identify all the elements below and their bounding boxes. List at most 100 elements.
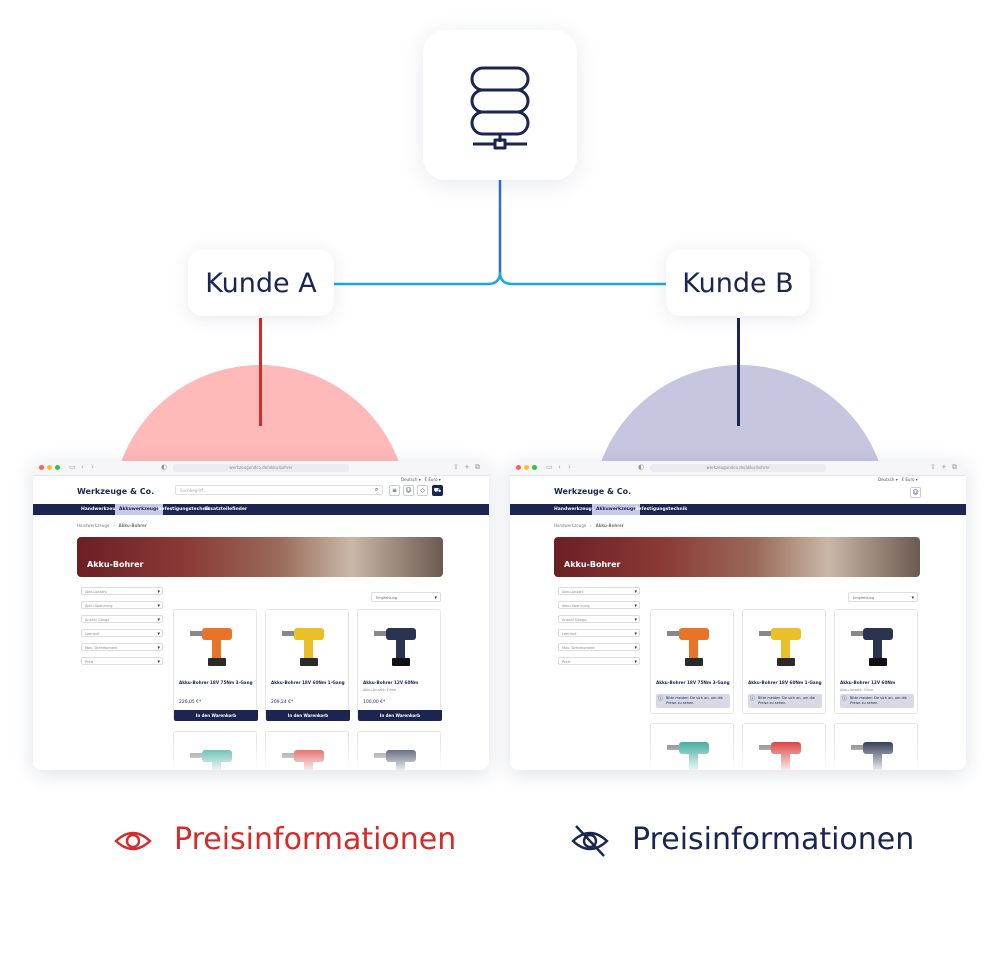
new-tab-icon[interactable]: + bbox=[941, 463, 947, 471]
minimize-dot[interactable] bbox=[524, 465, 529, 470]
cart-icon[interactable]: ⛟ bbox=[432, 485, 443, 496]
lang-select[interactable]: Deutsch ▾ bbox=[878, 477, 898, 482]
filter-anzahl-gaenge[interactable]: Anzahl Gänge bbox=[558, 615, 640, 624]
nav-befestigungstechnik[interactable]: Befestigungstechnik bbox=[158, 507, 211, 512]
url-bar[interactable]: werkzeugundco.de/akku-bohrer bbox=[650, 464, 826, 472]
server-card bbox=[423, 30, 577, 180]
add-to-cart-button[interactable]: In den Warenkorb bbox=[358, 710, 442, 721]
product-card[interactable]: Akku-Bohrer 18V 60Nm 1-Gang Bitte melden… bbox=[742, 609, 826, 714]
close-dot[interactable] bbox=[39, 465, 44, 470]
url-bar[interactable]: werkzeugundco.de/akku-bohrer bbox=[173, 464, 349, 472]
product-price: 209,24 €* bbox=[271, 700, 294, 705]
drill-image-orange bbox=[651, 610, 733, 676]
forward-icon[interactable]: › bbox=[91, 463, 94, 471]
forward-icon[interactable]: › bbox=[568, 463, 571, 471]
search-input[interactable]: Suchbegriff... bbox=[175, 485, 383, 495]
shop-logo[interactable]: Werkzeuge & Co. bbox=[554, 487, 632, 496]
account-icon[interactable]: ☺ bbox=[910, 487, 921, 498]
currency-select[interactable]: € Euro ▾ bbox=[424, 477, 441, 482]
filter-preis[interactable]: Preis bbox=[558, 657, 640, 666]
notes-icon[interactable]: ≡ bbox=[389, 485, 400, 496]
lang-select[interactable]: Deutsch ▾ bbox=[401, 477, 421, 482]
filter-leerlauf[interactable]: Leerlauf bbox=[558, 629, 640, 638]
nav-handwerkzeuge[interactable]: Handwerkzeuge bbox=[81, 507, 122, 512]
minimize-dot[interactable] bbox=[47, 465, 52, 470]
breadcrumb: Handwerkzeuge › Akku-Bohrer bbox=[554, 523, 624, 528]
filter-akku-anzahl[interactable]: Akku-Anzahl bbox=[558, 587, 640, 596]
customer-b-line bbox=[737, 318, 740, 426]
lang-currency[interactable]: Deutsch ▾ € Euro ▾ bbox=[401, 477, 441, 482]
product-name[interactable]: Akku-Bohrer 12V 60Nm bbox=[840, 680, 896, 685]
share-icon[interactable]: ⇧ bbox=[453, 463, 459, 471]
product-card[interactable]: Akku-Bohrer 18V 75Nm 3-Gang Bitte melden… bbox=[650, 609, 734, 714]
sort-select[interactable]: Empfehlung bbox=[848, 592, 918, 603]
currency-select[interactable]: € Euro ▾ bbox=[901, 477, 918, 482]
browser-chrome: ▭ ‹ › ◐ werkzeugundco.de/akku-bohrer ⇧ +… bbox=[510, 461, 966, 476]
sidebar-icon[interactable]: ▭ bbox=[69, 463, 76, 471]
account-icon[interactable]: ☺ bbox=[403, 485, 414, 496]
login-to-see-prices-hint[interactable]: Bitte melden Sie sich an, um die Preise … bbox=[656, 694, 730, 708]
filter-preis[interactable]: Preis bbox=[81, 657, 163, 666]
search-icon[interactable]: ⌕ bbox=[374, 486, 379, 493]
filter-akku-spannung[interactable]: Akku-Spannung bbox=[81, 601, 163, 610]
add-to-cart-button[interactable]: In den Warenkorb bbox=[174, 710, 258, 721]
customer-a-label: Kunde A bbox=[205, 267, 317, 299]
filter-anzahl-gaenge[interactable]: Anzahl Gänge bbox=[81, 615, 163, 624]
product-attribute: Akku-Anzahl: Ohne bbox=[840, 688, 874, 692]
breadcrumb-root[interactable]: Handwerkzeuge bbox=[77, 523, 110, 528]
product-price: 100,00 €* bbox=[363, 700, 386, 705]
new-tab-icon[interactable]: + bbox=[464, 463, 470, 471]
shield-icon: ◐ bbox=[161, 463, 168, 471]
back-icon[interactable]: ‹ bbox=[558, 463, 561, 471]
customer-b-label: Kunde B bbox=[682, 267, 794, 299]
nav-akkuwerkzeuge[interactable]: Akkuwerkzeuge bbox=[592, 504, 641, 515]
filter-akku-spannung[interactable]: Akku-Spannung bbox=[558, 601, 640, 610]
close-dot[interactable] bbox=[516, 465, 521, 470]
shop-logo[interactable]: Werkzeuge & Co. bbox=[77, 487, 155, 496]
filter-akku-anzahl[interactable]: Akku-Anzahl bbox=[81, 587, 163, 596]
product-price: 226,05 €* bbox=[179, 700, 202, 705]
nav-ersatzteilefinder[interactable]: Ersatzteilefinder bbox=[205, 507, 248, 512]
banner-title: Akku-Bohrer bbox=[87, 560, 144, 569]
product-card[interactable]: Akku-Bohrer 18V 75Nm 3-Gang 226,05 €* In… bbox=[173, 609, 258, 721]
maximize-dot[interactable] bbox=[55, 465, 60, 470]
database-server-icon bbox=[470, 66, 530, 150]
product-name[interactable]: Akku-Bohrer 18V 75Nm 3-Gang bbox=[656, 680, 730, 685]
product-card[interactable]: Akku-Bohrer 18V 60Nm 1-Gang 209,24 €* In… bbox=[265, 609, 350, 721]
back-icon[interactable]: ‹ bbox=[81, 463, 84, 471]
branch-line-b bbox=[498, 271, 667, 286]
browser-window-b: ▭ ‹ › ◐ werkzeugundco.de/akku-bohrer ⇧ +… bbox=[510, 461, 966, 770]
drill-image-yellow bbox=[743, 610, 825, 676]
sort-select[interactable]: Empfehlung bbox=[371, 592, 441, 603]
nav-befestigungstechnik[interactable]: Befestigungstechnik bbox=[635, 507, 688, 512]
tabs-icon[interactable]: ⧉ bbox=[475, 463, 480, 471]
drill-image-navy bbox=[358, 610, 440, 676]
share-icon[interactable]: ⇧ bbox=[930, 463, 936, 471]
tabs-icon[interactable]: ⧉ bbox=[952, 463, 957, 471]
product-card[interactable]: Akku-Bohrer 12V 60Nm Akku-Anzahl: Ohne B… bbox=[834, 609, 918, 714]
product-name[interactable]: Akku-Bohrer 18V 60Nm 1-Gang bbox=[748, 680, 822, 685]
login-to-see-prices-hint[interactable]: Bitte melden Sie sich an, um die Preise … bbox=[840, 694, 914, 708]
breadcrumb-current: Akku-Bohrer bbox=[595, 523, 624, 528]
breadcrumb-root[interactable]: Handwerkzeuge bbox=[554, 523, 587, 528]
drill-image-yellow bbox=[266, 610, 348, 676]
branch-line-a bbox=[333, 271, 502, 286]
nav-akkuwerkzeuge[interactable]: Akkuwerkzeuge bbox=[115, 504, 164, 515]
lang-currency[interactable]: Deutsch ▾ € Euro ▾ bbox=[878, 477, 918, 482]
sidebar-icon[interactable]: ▭ bbox=[546, 463, 553, 471]
product-name[interactable]: Akku-Bohrer 18V 75Nm 3-Gang bbox=[179, 680, 253, 685]
breadcrumb-current: Akku-Bohrer bbox=[118, 523, 147, 528]
nav-handwerkzeuge[interactable]: Handwerkzeuge bbox=[554, 507, 595, 512]
product-card[interactable]: Akku-Bohrer 12V 60Nm Akku-Anzahl: Ohne 1… bbox=[357, 609, 442, 721]
product-name[interactable]: Akku-Bohrer 18V 60Nm 1-Gang bbox=[271, 680, 345, 685]
maximize-dot[interactable] bbox=[532, 465, 537, 470]
tag-icon[interactable]: ◇ bbox=[417, 485, 428, 496]
filter-leerlauf[interactable]: Leerlauf bbox=[81, 629, 163, 638]
product-name[interactable]: Akku-Bohrer 12V 60Nm bbox=[363, 680, 419, 685]
add-to-cart-button[interactable]: In den Warenkorb bbox=[266, 710, 350, 721]
price-info-visible-label: Preisinformationen bbox=[174, 822, 457, 857]
filter-max-drehmoment[interactable]: Max. Drehmoment bbox=[81, 643, 163, 652]
filter-max-drehmoment[interactable]: Max. Drehmoment bbox=[558, 643, 640, 652]
login-to-see-prices-hint[interactable]: Bitte melden Sie sich an, um die Preise … bbox=[748, 694, 822, 708]
